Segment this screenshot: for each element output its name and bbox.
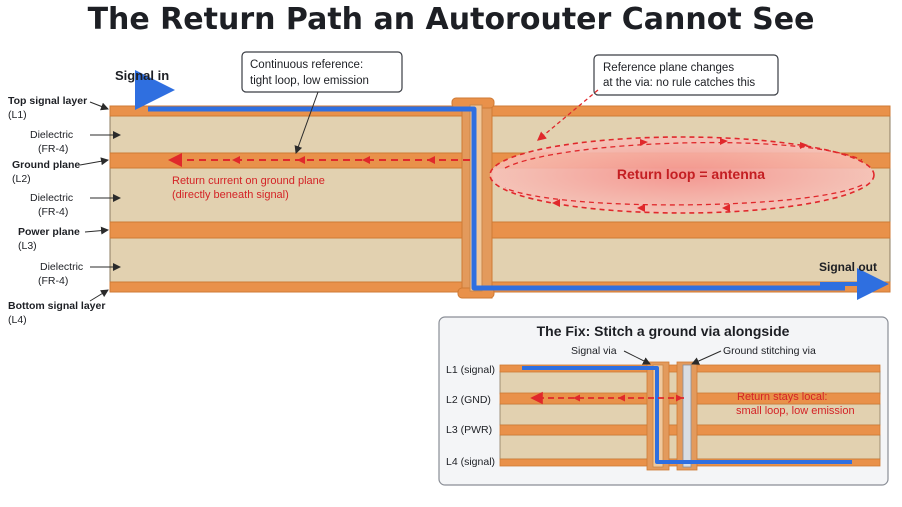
- fix-ground-via-bore: [682, 364, 692, 468]
- layer-label-ground-plane: Ground plane: [12, 159, 80, 171]
- fix-note-line1: Return stays local:: [737, 391, 827, 403]
- layer-labels: Top signal layer (L1) Dielectric (FR-4) …: [8, 95, 105, 326]
- fix-panel-title: The Fix: Stitch a ground via alongside: [537, 323, 790, 339]
- fix-layer-l3: L3 (PWR): [446, 424, 492, 436]
- layer-id-dielectric-2: (FR-4): [38, 206, 68, 218]
- callout-right-line1: Reference plane changes: [603, 62, 734, 74]
- antenna-loop-label: Return loop = antenna: [617, 166, 765, 182]
- fix-panel: The Fix: Stitch a ground via alongside S…: [438, 316, 889, 486]
- layer-leader-lines: [79, 101, 121, 302]
- page-title: The Return Path an Autorouter Cannot See: [87, 2, 815, 37]
- callout-reference-plane-changes: Reference plane changes at the via: no r…: [537, 54, 779, 141]
- fix-signal-via-label: Signal via: [571, 345, 617, 357]
- fix-return-arrowheads: [573, 394, 683, 402]
- fix-signal-trace: [522, 366, 852, 464]
- fix-signal-via-leader: [623, 350, 651, 365]
- layer-label-power-plane: Power plane: [18, 226, 80, 238]
- return-current-label-line1: Return current on ground plane: [172, 175, 325, 187]
- layer-label-dielectric-3: Dielectric: [40, 261, 83, 273]
- dielectric-layer-3: [109, 237, 891, 283]
- layer-id-bottom-signal: (L4): [8, 314, 27, 326]
- layer-label-dielectric-2: Dielectric: [30, 192, 73, 204]
- signal-out-label: Signal out: [819, 260, 877, 274]
- fix-note-line2: small loop, low emission: [736, 405, 855, 417]
- fix-layer-l2: L2 (GND): [446, 394, 491, 406]
- signal-trace: [148, 106, 845, 291]
- layer-label-top-signal: Top signal layer: [8, 95, 87, 107]
- return-current-arrowheads: [232, 156, 435, 164]
- fix-ground-via-label: Ground stitching via: [723, 345, 816, 357]
- layer-id-dielectric-3: (FR-4): [38, 275, 68, 287]
- loop-arrowheads: [552, 138, 808, 212]
- callout-right-line2: at the via: no rule catches this: [603, 77, 755, 89]
- return-current-label-line2: (directly beneath signal): [172, 189, 289, 201]
- copper-top-layer: [109, 105, 891, 117]
- layer-id-power-plane: (L3): [18, 240, 37, 252]
- copper-power-plane: [109, 221, 891, 239]
- callout-left-line2: tight loop, low emission: [250, 75, 369, 87]
- fix-layer-l4: L4 (signal): [446, 456, 495, 468]
- fix-layer-l1: L1 (signal): [446, 364, 495, 376]
- callout-continuous-reference: Continuous reference: tight loop, low em…: [241, 51, 403, 154]
- fix-ground-via-leader: [691, 350, 722, 365]
- return-loop-ellipse: [489, 136, 875, 214]
- callout-left-line1: Continuous reference:: [250, 59, 363, 71]
- layer-label-bottom-signal: Bottom signal layer: [8, 300, 105, 312]
- loop-inner-dashes: [504, 141, 863, 206]
- layer-id-top-signal: (L1): [8, 109, 27, 121]
- layer-id-ground-plane: (L2): [12, 173, 31, 185]
- layer-label-dielectric-1: Dielectric: [30, 129, 73, 141]
- layer-id-dielectric-1: (FR-4): [38, 143, 68, 155]
- main-stackup: Signal in Signal out Top signal layer (L…: [8, 51, 891, 326]
- signal-in-label: Signal in: [115, 68, 169, 83]
